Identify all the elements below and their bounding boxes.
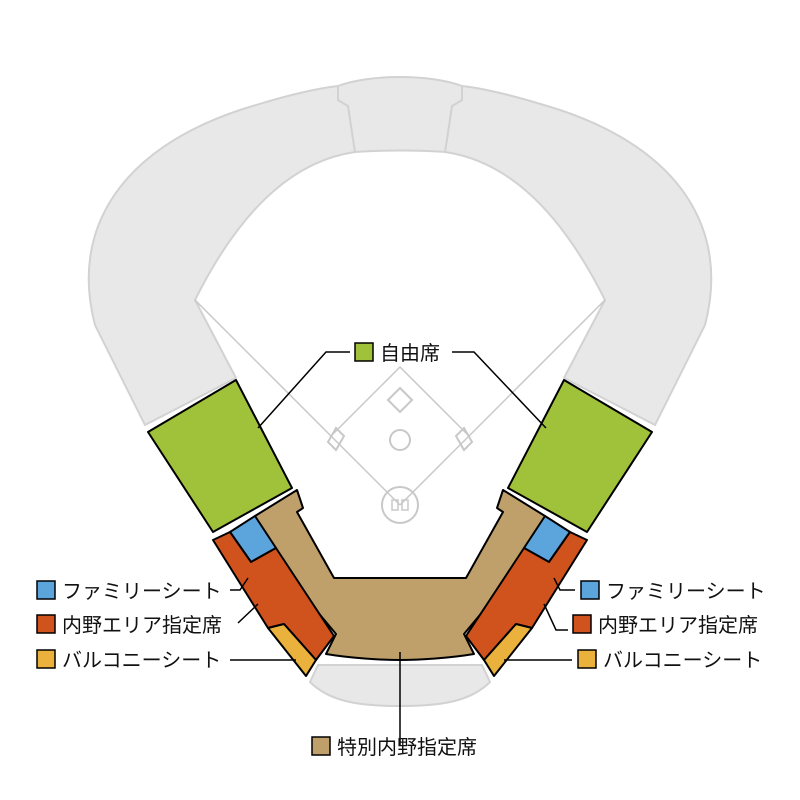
legend-right: ファミリーシート 内野エリア指定席 バルコニーシート bbox=[572, 579, 766, 672]
jiyu-label: 自由席 bbox=[380, 341, 440, 365]
seat-sections bbox=[147, 379, 653, 677]
legend-left: ファミリーシート 内野エリア指定席 バルコニーシート bbox=[36, 579, 222, 672]
jiyu-seat-section-left[interactable] bbox=[147, 379, 293, 533]
family-swatch-right bbox=[580, 580, 600, 600]
outfield-stand-right bbox=[444, 85, 713, 426]
balcony-label-left: バルコニーシート bbox=[62, 648, 221, 672]
legend-jiyu: 自由席 bbox=[354, 341, 440, 365]
leader-lines bbox=[230, 351, 575, 745]
tokubetsu-swatch bbox=[311, 736, 331, 756]
family-label-right: ファミリーシート bbox=[606, 579, 766, 603]
naiya-label-left: 内野エリア指定席 bbox=[62, 613, 222, 637]
center-field-stand bbox=[337, 76, 463, 153]
balcony-swatch-left bbox=[36, 649, 56, 669]
tokubetsu-label: 特別内野指定席 bbox=[337, 735, 477, 759]
jiyu-seat-section-right[interactable] bbox=[507, 379, 653, 533]
legend-tokubetsu: 特別内野指定席 bbox=[311, 735, 477, 759]
family-label-left: ファミリーシート bbox=[62, 579, 222, 603]
outfield-stand-left bbox=[87, 85, 356, 426]
balcony-swatch-right bbox=[577, 649, 597, 669]
field-lines bbox=[194, 299, 606, 524]
naiya-swatch-right bbox=[572, 614, 592, 634]
jiyu-swatch bbox=[354, 342, 374, 362]
family-swatch-left bbox=[36, 580, 56, 600]
naiya-label-right: 内野エリア指定席 bbox=[598, 613, 758, 637]
balcony-label-right: バルコニーシート bbox=[603, 648, 762, 672]
tokubetsu-seat-section[interactable] bbox=[253, 489, 547, 661]
naiya-swatch-left bbox=[36, 614, 56, 634]
